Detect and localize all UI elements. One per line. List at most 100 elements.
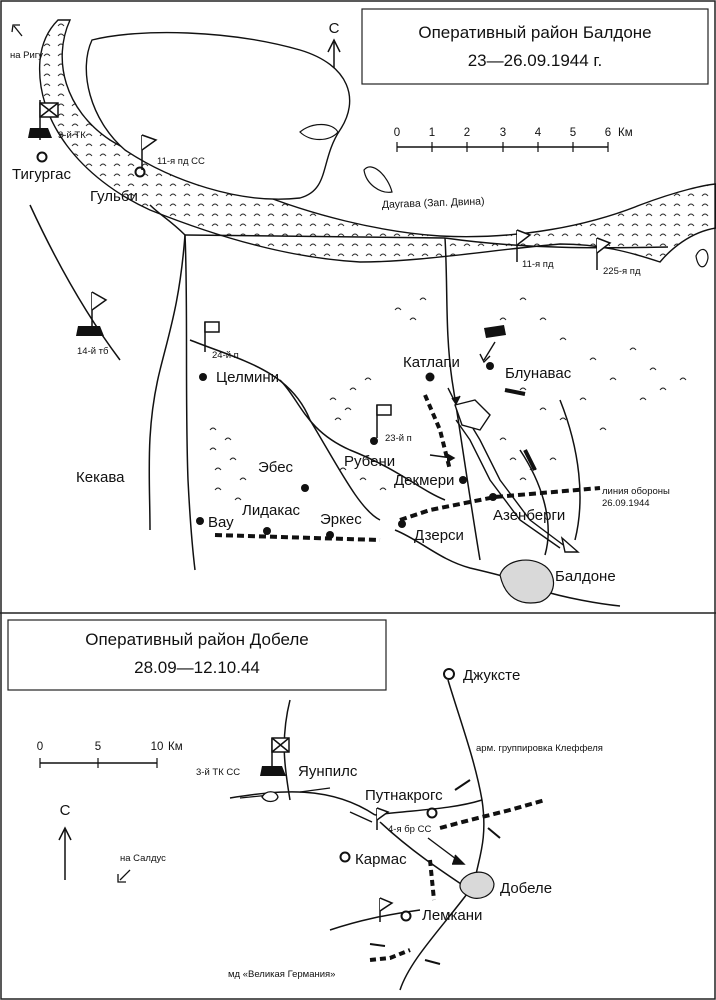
putnakrogs-marker: [426, 807, 438, 819]
dzhukste-marker: [443, 668, 455, 680]
blunavas-marker: [486, 362, 494, 370]
flag-icon: [376, 404, 392, 438]
top-scale-tick: 6: [605, 127, 611, 139]
tselmini-marker: [199, 373, 207, 381]
top-scale-tick: 1: [429, 127, 435, 139]
place-kekava: Кекава: [76, 469, 125, 486]
top-scale-tick: 2: [464, 127, 470, 139]
flag-icon: [376, 807, 390, 830]
top-north-label: С: [329, 20, 340, 37]
daugava-river: [38, 19, 716, 268]
tigurgas-marker: [36, 151, 48, 163]
bottom-title-box: [7, 619, 387, 691]
flag-icon: [260, 737, 290, 776]
unit-225pd: 225-я пд: [603, 266, 641, 277]
place-azenbergi: Азенберги: [493, 507, 565, 524]
flag-icon: [76, 291, 108, 336]
place-rubeni: Рубени: [344, 453, 395, 470]
katlapi-marker: [425, 372, 435, 382]
yaunpils-marker: [261, 791, 279, 803]
top-map: Оперативный район Балдоне 23—26.09.1944 …: [10, 8, 716, 607]
top-scale-tick: 4: [535, 127, 542, 139]
place-baldone: Балдоне: [555, 568, 616, 585]
dekmeri-marker: [459, 476, 467, 484]
top-scale-tick: 5: [570, 127, 576, 139]
place-vau: Вау: [208, 514, 234, 531]
place-karmas: Кармас: [355, 851, 407, 868]
top-title-line1: Оперативный район Балдоне: [418, 23, 651, 42]
place-katlapi: Катлапи: [403, 354, 460, 371]
flag-icon: [204, 321, 220, 352]
lemkani-marker: [400, 910, 412, 922]
top-roads: [29, 204, 669, 607]
place-ebes: Эбес: [258, 459, 294, 476]
place-dobele: Добеле: [500, 880, 552, 897]
unit-24p: 24-й п: [212, 350, 239, 361]
to-riga-arrow: [11, 24, 23, 37]
rubeni-marker: [370, 437, 378, 445]
top-title-line2: 23—26.09.1944 г.: [468, 51, 603, 70]
bottom-map: Оперативный район Добеле 28.09—12.10.44 …: [7, 619, 603, 991]
top-scale-tick: 0: [394, 127, 400, 139]
ebes-marker: [301, 484, 309, 492]
dobele-area: [459, 871, 495, 899]
flag-icon: [596, 237, 612, 270]
lidakas-marker: [263, 527, 271, 535]
army-group-label: арм. группировка Клеффеля: [476, 743, 603, 754]
katlapi-pocket: [454, 399, 491, 431]
top-scale-bar: 0 1 2 3 4 5 6 Км: [394, 127, 633, 152]
place-dzhukste: Джукстe: [463, 667, 520, 684]
bottom-scale-tick: 10: [151, 741, 164, 753]
unit-11pd: 11-я пд: [522, 259, 554, 270]
place-dekmeri: Декмери: [394, 472, 454, 489]
azenbergi-marker: [489, 493, 497, 501]
bottom-scale-bar: 0 5 10 Км: [37, 741, 183, 768]
unit-3tkss: 3-й ТК СС: [196, 767, 240, 778]
bottom-title-line2: 28.09—12.10.44: [134, 658, 260, 677]
to-saldus-label: на Салдус: [120, 853, 166, 864]
place-putnakrogs: Путнакрогс: [365, 787, 443, 804]
to-riga-label: на Ригу: [10, 50, 43, 61]
place-dzersi: Дзерси: [414, 527, 464, 544]
unit-4brss: 4-я бр СС: [388, 824, 431, 835]
bottom-north-arrow: С: [58, 802, 72, 880]
bottom-roads: [229, 679, 485, 991]
bottom-attack-arrows: [349, 811, 466, 865]
flag-icon: [379, 897, 394, 922]
place-yaunpils: Яунпилс: [298, 763, 358, 780]
karmas-marker: [339, 851, 351, 863]
top-scale-unit: Км: [618, 127, 633, 139]
bottom-front-lines: [239, 779, 546, 965]
baldone-area: [499, 559, 554, 604]
unit-11pd-ss: 11-я пд СС: [157, 156, 205, 167]
bottom-scale-tick: 0: [37, 741, 43, 753]
place-gulbi: Гульби: [90, 188, 138, 205]
unit-md-gd: мд «Великая Германия»: [228, 969, 335, 980]
river-label: Даугава (Зап. Двина): [382, 195, 485, 211]
unit-14tb: 14-й тб: [77, 346, 109, 357]
place-tigurgas: Тигургас: [12, 166, 72, 183]
place-lidakas: Лидакас: [242, 502, 301, 519]
defense-line-date: 26.09.1944: [602, 498, 650, 509]
flag-icon: [28, 100, 59, 140]
dzersi-marker: [398, 520, 406, 528]
gulbi-marker: [134, 166, 146, 178]
bottom-scale-tick: 5: [95, 741, 101, 753]
attack-arrows: [429, 341, 580, 553]
place-erkes: Эркес: [320, 511, 362, 528]
bottom-title-line1: Оперативный район Добеле: [85, 630, 309, 649]
flag-icon: [141, 134, 158, 170]
place-tselmini: Целмини: [216, 369, 279, 386]
vau-marker: [196, 517, 204, 525]
bottom-north-label: С: [60, 802, 71, 819]
unit-3tk: 3-й ТК: [58, 130, 86, 141]
flag-icon: [516, 229, 532, 262]
unit-23p: 23-й п: [385, 433, 412, 444]
bottom-scale-unit: Км: [168, 741, 183, 753]
place-lemkani: Лемкани: [422, 907, 482, 924]
top-scale-tick: 3: [500, 127, 506, 139]
to-saldus-arrow: [117, 869, 131, 883]
top-title-box: [361, 8, 709, 85]
tank-icon: [484, 325, 506, 338]
